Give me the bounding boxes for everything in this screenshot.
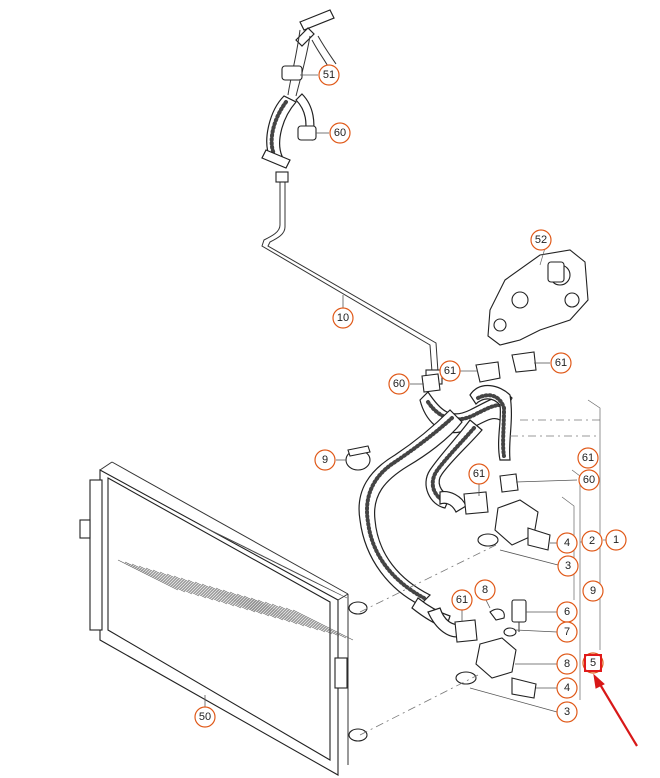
clamps xyxy=(345,351,537,643)
callout-61-center: 61 xyxy=(468,463,490,485)
callout-5-highlighted: 5 xyxy=(582,652,604,674)
radiator-fin-line xyxy=(187,579,249,611)
svg-text:9: 9 xyxy=(322,454,328,466)
svg-text:60: 60 xyxy=(393,378,405,390)
callout-51: 51 xyxy=(318,64,340,86)
radiator-fin-line xyxy=(173,575,235,607)
radiator-fin-line xyxy=(257,599,319,631)
svg-text:3: 3 xyxy=(565,560,571,572)
callout-8-lower: 8 xyxy=(556,653,578,675)
callout-4-upper: 4 xyxy=(556,532,578,554)
radiator-fin-line xyxy=(138,565,200,597)
svg-text:52: 52 xyxy=(535,234,547,246)
main-hoses xyxy=(358,385,513,638)
radiator-fin-line xyxy=(250,597,312,629)
svg-text:61: 61 xyxy=(473,468,485,480)
callout-7: 7 xyxy=(556,621,578,643)
radiator-fin-line xyxy=(166,573,228,605)
callout-50: 50 xyxy=(194,706,216,728)
thermostat-housing xyxy=(487,247,589,346)
svg-text:61: 61 xyxy=(456,594,468,606)
svg-text:1: 1 xyxy=(613,534,619,546)
radiator-fin-line xyxy=(201,583,263,615)
svg-text:3: 3 xyxy=(564,706,570,718)
svg-text:5: 5 xyxy=(590,657,596,669)
svg-text:51: 51 xyxy=(323,69,335,81)
callout-9-left: 9 xyxy=(314,449,336,471)
callout-61-lower: 61 xyxy=(451,589,473,611)
radiator-fin-line xyxy=(222,589,284,621)
svg-text:61: 61 xyxy=(582,452,594,464)
radiator-fin-line xyxy=(229,591,291,623)
radiator-fin-line xyxy=(278,605,340,637)
callout-3-lower: 3 xyxy=(556,701,578,723)
radiator-fin-line xyxy=(301,575,348,599)
callout-9-right: 9 xyxy=(582,580,604,602)
callout-3-upper: 3 xyxy=(557,555,579,577)
radiator-fin-line xyxy=(180,577,242,609)
radiator-fin-line xyxy=(145,567,207,599)
svg-text:6: 6 xyxy=(564,606,570,618)
radiator-fin-line xyxy=(285,607,347,639)
callout-60-right: 60 xyxy=(578,469,600,491)
callout-61-right: 61 xyxy=(550,352,572,374)
connector-flanges xyxy=(455,499,551,699)
upper-hose-assembly xyxy=(261,9,337,169)
radiator-fin-line xyxy=(194,581,256,613)
svg-text:10: 10 xyxy=(337,312,349,324)
callout-2: 2 xyxy=(581,530,603,552)
radiator-fin-line xyxy=(292,609,354,641)
svg-text:60: 60 xyxy=(583,474,595,486)
radiator-fin-line xyxy=(215,587,277,619)
svg-text:8: 8 xyxy=(564,658,570,670)
radiator-fin-line xyxy=(159,571,221,603)
callout-4-lower: 4 xyxy=(556,677,578,699)
svg-text:9: 9 xyxy=(590,585,596,597)
radiator-fin-line xyxy=(243,595,305,627)
radiator-fins xyxy=(117,524,354,641)
radiator-fin-line xyxy=(264,601,326,633)
coolant-pipe xyxy=(261,171,443,385)
svg-text:50: 50 xyxy=(199,711,211,723)
radiator-fin-line xyxy=(271,603,333,635)
svg-text:61: 61 xyxy=(555,357,567,369)
callout-8-upper: 8 xyxy=(474,579,496,601)
svg-text:4: 4 xyxy=(564,537,570,549)
svg-text:2: 2 xyxy=(589,535,595,547)
callout-61-left: 61 xyxy=(439,360,461,382)
svg-text:8: 8 xyxy=(482,584,488,596)
svg-text:60: 60 xyxy=(334,127,346,139)
svg-text:61: 61 xyxy=(444,365,456,377)
callout-10: 10 xyxy=(332,307,354,329)
callout-61-upper-right: 61 xyxy=(577,447,599,469)
assembly-lines xyxy=(359,419,600,736)
radiator-fin-line xyxy=(236,593,298,625)
radiator-fin-line xyxy=(152,569,214,601)
highlight-arrow xyxy=(593,673,638,747)
svg-text:7: 7 xyxy=(564,626,570,638)
callout-52: 52 xyxy=(530,229,552,251)
radiator xyxy=(79,461,368,776)
radiator-fin-line xyxy=(117,559,179,591)
radiator-fin-line xyxy=(124,561,186,593)
callout-1: 1 xyxy=(605,529,627,551)
callout-60-top: 60 xyxy=(329,122,351,144)
radiator-fin-line xyxy=(131,563,193,595)
callout-60-mid: 60 xyxy=(388,373,410,395)
radiator-fin-line xyxy=(208,585,270,617)
callout-6: 6 xyxy=(556,601,578,623)
svg-text:4: 4 xyxy=(564,682,570,694)
